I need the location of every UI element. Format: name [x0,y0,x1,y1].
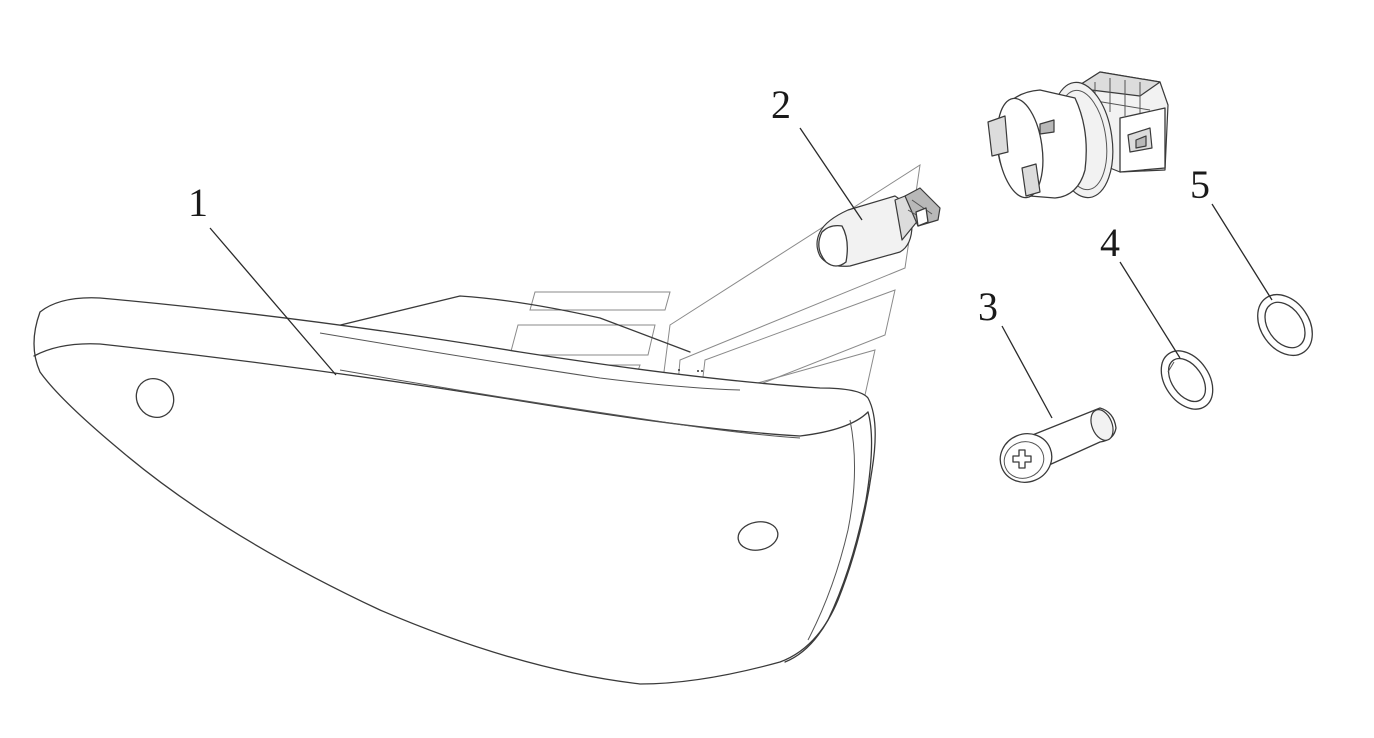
bulb [816,187,941,267]
leader-line-1 [209,227,337,376]
callout-label-3: 3 [978,284,998,329]
callout-label-5: 5 [1190,162,1210,207]
leader-line-5 [1211,203,1273,301]
leader-line-3 [1001,325,1053,419]
callout-label-4: 4 [1100,220,1120,265]
screw [999,407,1117,483]
lamp-housing [33,295,876,685]
leader-line-4 [1119,261,1181,359]
callout-label-2: 2 [771,82,791,127]
callout-label-1: 1 [188,180,208,225]
leader-line-2 [799,127,863,221]
callout-labels: 1 2 3 4 5 [188,82,1210,329]
small-ring [1160,350,1214,410]
large-ring [1257,294,1313,356]
leader-lines [209,127,1273,419]
bulb-socket [987,71,1169,199]
